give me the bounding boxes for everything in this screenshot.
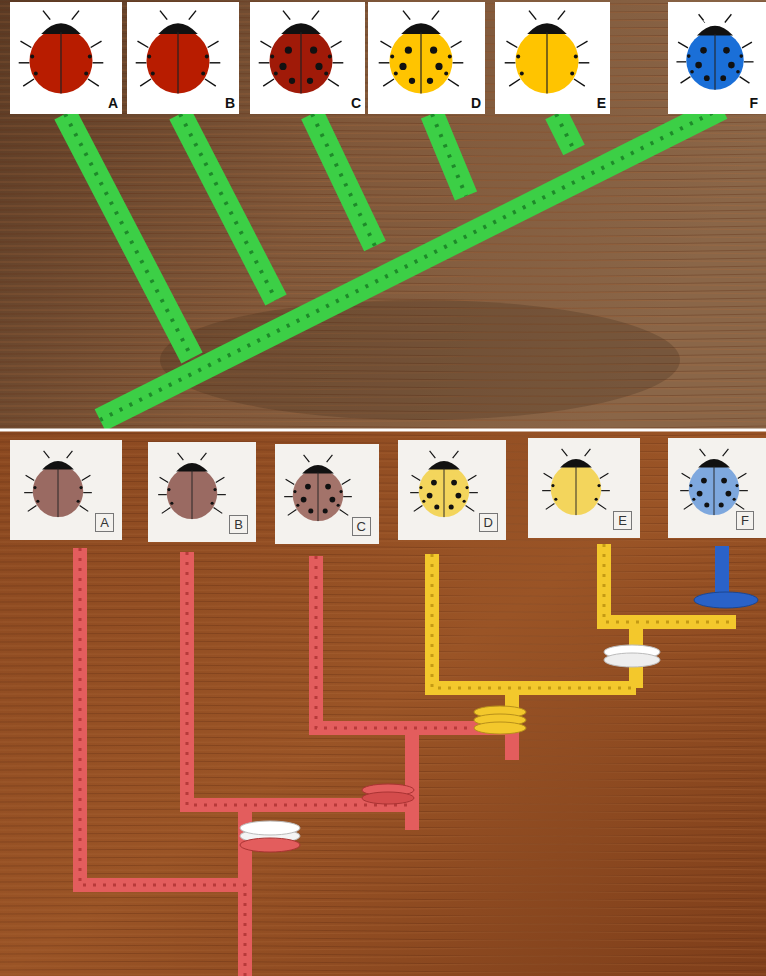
ladybug-card: D bbox=[398, 440, 506, 540]
card-letter: D bbox=[479, 513, 498, 532]
ladybug-card: E bbox=[495, 2, 610, 114]
ladybug-card: E bbox=[528, 438, 640, 538]
card-letter: F bbox=[736, 511, 754, 530]
ladybug-card: F bbox=[668, 438, 762, 538]
card-letter: C bbox=[351, 96, 361, 110]
ladybug-card: B bbox=[148, 442, 256, 542]
card-letter: E bbox=[613, 511, 632, 530]
ladybug-card: B bbox=[127, 2, 239, 114]
ladybug-card: D bbox=[368, 2, 485, 114]
card-letter: B bbox=[229, 515, 248, 534]
card-letter: E bbox=[597, 96, 606, 110]
card-letter: A bbox=[108, 96, 118, 110]
ladybug-card: C bbox=[250, 2, 365, 114]
card-letter: A bbox=[95, 513, 114, 532]
ladybug-card: A bbox=[10, 2, 122, 114]
ladybug-card: C bbox=[275, 444, 379, 544]
card-letter: F bbox=[749, 96, 758, 110]
ladybug-card: F bbox=[668, 2, 762, 114]
ladybug-card: A bbox=[10, 440, 122, 540]
card-letter: C bbox=[352, 517, 371, 536]
card-letter: B bbox=[225, 96, 235, 110]
card-letter: D bbox=[471, 96, 481, 110]
